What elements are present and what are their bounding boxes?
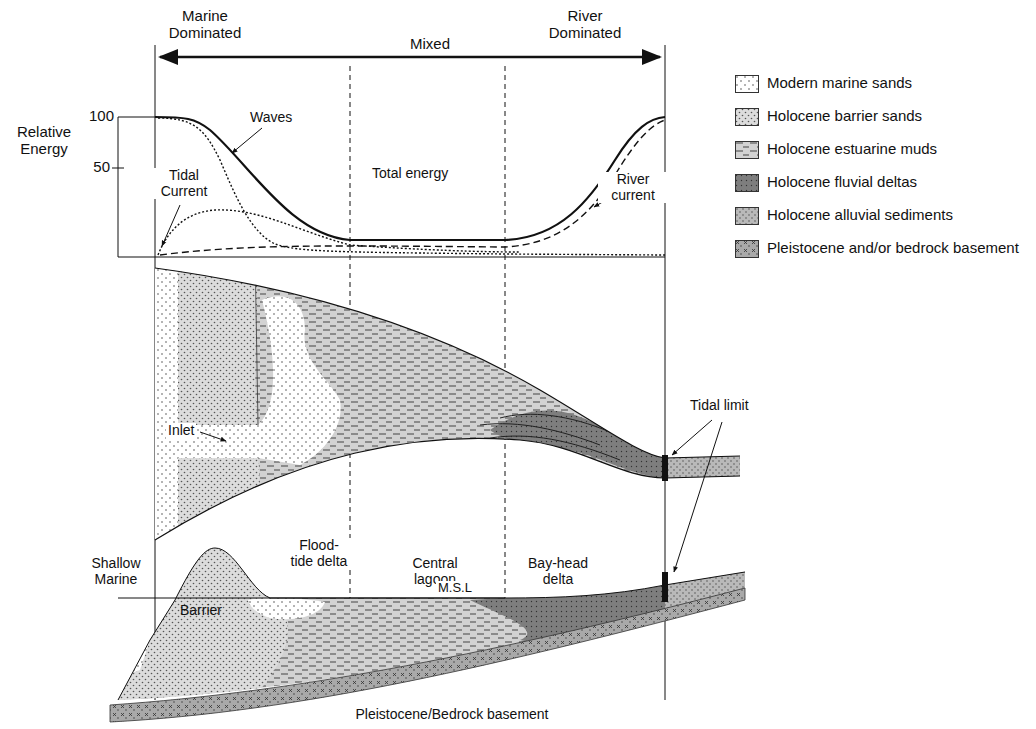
leader-line bbox=[672, 420, 712, 455]
total-energy-curve bbox=[155, 117, 665, 240]
river-curve bbox=[160, 120, 665, 255]
label: M.S.L bbox=[436, 581, 474, 596]
leader-line bbox=[232, 128, 262, 153]
tidal-limit-bar bbox=[662, 455, 668, 481]
estuary-outline bbox=[155, 268, 740, 540]
label: Mixed bbox=[400, 36, 460, 53]
label: Shallow Marine bbox=[78, 556, 154, 587]
legend-swatch bbox=[735, 240, 759, 258]
legend-swatch bbox=[735, 207, 759, 225]
plan-view bbox=[150, 250, 750, 560]
tidal-limit-bar bbox=[662, 572, 668, 602]
legend-item: Holocene barrier sands bbox=[735, 107, 1022, 126]
legend-swatch bbox=[735, 141, 759, 159]
legend-swatch bbox=[735, 75, 759, 93]
label: Waves bbox=[248, 110, 294, 126]
label: 50 bbox=[84, 159, 110, 176]
label: Barrier bbox=[180, 603, 222, 619]
label: Tidal Current bbox=[150, 168, 218, 199]
label: Relative Energy bbox=[6, 124, 82, 158]
label: Total energy bbox=[370, 166, 450, 182]
leader-line bbox=[674, 422, 722, 572]
msl-line bbox=[118, 598, 505, 599]
legend-item: Holocene alluvial sediments bbox=[735, 206, 1022, 225]
tidal-curve bbox=[158, 210, 520, 255]
legend-item: Pleistocene and/or bedrock basement bbox=[735, 239, 1022, 258]
leader-line bbox=[162, 205, 180, 246]
legend-item: Holocene fluvial deltas bbox=[735, 173, 1022, 192]
legend-swatch bbox=[735, 174, 759, 192]
zone-divider bbox=[505, 66, 506, 598]
label: Flood-tide delta bbox=[286, 538, 352, 569]
label: River current bbox=[598, 172, 668, 203]
energy-chart bbox=[112, 117, 665, 257]
legend-text: Holocene alluvial sediments bbox=[767, 206, 1022, 223]
label: Marine Dominated bbox=[160, 8, 250, 42]
legend-item: Modern marine sands bbox=[735, 74, 1022, 93]
legend-text: Holocene estuarine muds bbox=[767, 140, 1022, 157]
label: Inlet bbox=[166, 423, 196, 439]
label: Bay-head delta bbox=[520, 556, 596, 587]
legend-text: Holocene fluvial deltas bbox=[767, 173, 1022, 190]
extent-arrow bbox=[160, 56, 660, 59]
legend-text: Pleistocene and/or bedrock basement bbox=[767, 239, 1022, 256]
wave-curve bbox=[158, 118, 665, 255]
legend-swatch bbox=[735, 108, 759, 126]
basement-band bbox=[110, 588, 745, 722]
legend-text: Holocene barrier sands bbox=[767, 107, 1022, 124]
legend-text: Modern marine sands bbox=[767, 74, 1022, 91]
label: 100 bbox=[80, 108, 114, 125]
label: River Dominated bbox=[535, 8, 635, 42]
leader-line bbox=[200, 432, 226, 441]
label: Tidal limit bbox=[688, 398, 751, 414]
legend-item: Holocene estuarine muds bbox=[735, 140, 1022, 159]
label: Pleistocene/Bedrock basement bbox=[300, 707, 604, 723]
cross-section bbox=[110, 540, 750, 710]
